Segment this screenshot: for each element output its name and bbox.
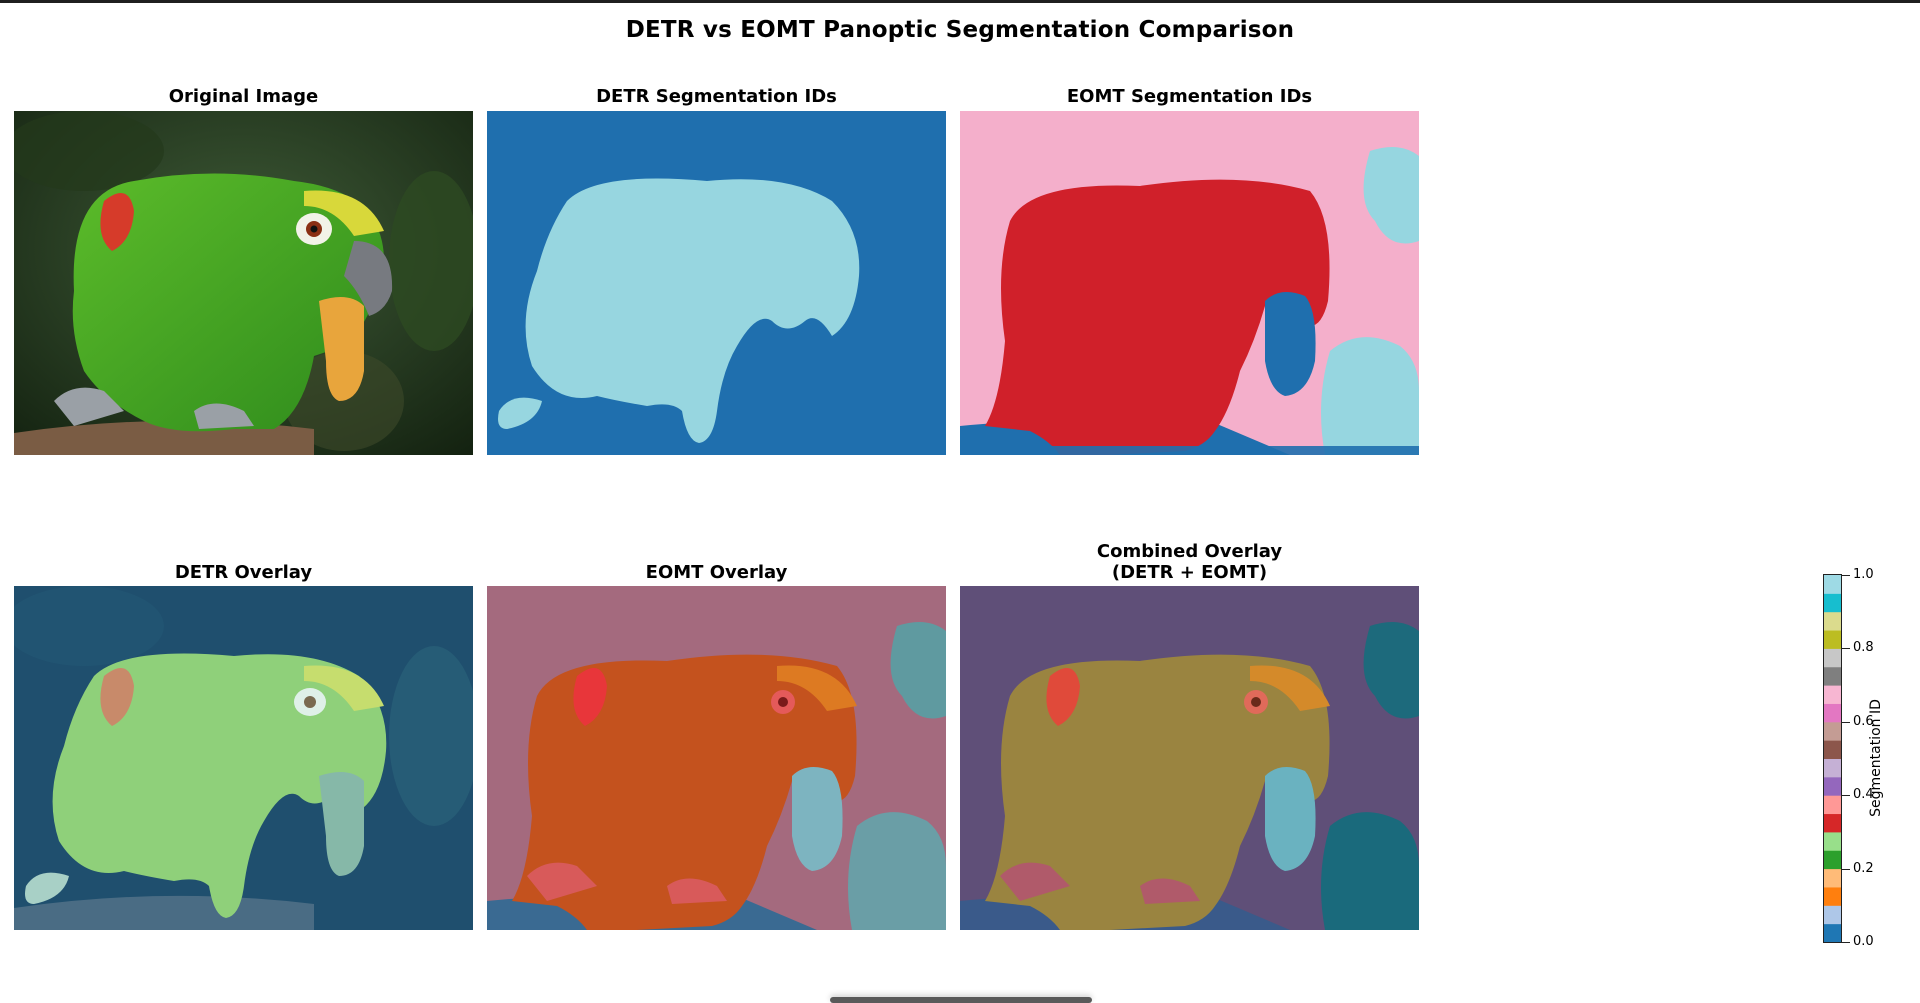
eomt-overlay-panel <box>487 586 946 930</box>
window-top-border <box>0 0 1920 3</box>
panel-title-combined-overlay: Combined Overlay (DETR + EOMT) <box>1096 541 1283 583</box>
original-image-panel <box>14 111 473 455</box>
colorbar-band <box>1824 795 1841 815</box>
colorbar-tick-label: 1.0 <box>1853 567 1874 582</box>
eomt-segment-foliage-top <box>1363 147 1419 244</box>
panel-title-eomt-overlay: EOMT Overlay <box>645 562 788 583</box>
colorbar-band <box>1824 776 1841 796</box>
colorbar-band <box>1824 648 1841 668</box>
colorbar-tick <box>1842 722 1850 723</box>
colorbar-tick <box>1842 575 1850 576</box>
panel-title-eomt-seg: EOMT Segmentation IDs <box>1066 86 1313 107</box>
panel-title-detr-seg: DETR Segmentation IDs <box>596 86 837 107</box>
colorbar-tick-label: 0.4 <box>1853 787 1874 802</box>
colorbar-band <box>1824 721 1841 741</box>
colorbar-band <box>1824 685 1841 704</box>
colorbar-tick-label: 0.6 <box>1853 714 1874 729</box>
colorbar-gradient <box>1824 575 1841 942</box>
detr-overlay-image <box>14 586 473 930</box>
figure-title: DETR vs EOMT Panoptic Segmentation Compa… <box>625 17 1295 43</box>
colorbar-band <box>1824 575 1841 594</box>
panel-title-detr-overlay: DETR Overlay <box>174 562 313 583</box>
colorbar-tick-label: 0.8 <box>1853 640 1874 655</box>
colorbar-band <box>1824 703 1841 723</box>
colorbar-band <box>1824 611 1841 631</box>
colorbar-tick <box>1842 942 1850 943</box>
colorbar-band <box>1824 850 1841 870</box>
colorbar-band <box>1824 758 1841 778</box>
colorbar-tick <box>1842 795 1850 796</box>
panel-title-original: Original Image <box>168 86 319 107</box>
colorbar-band <box>1824 630 1841 649</box>
eomt-segmentation-map <box>960 111 1419 455</box>
colorbar <box>1823 574 1842 943</box>
detr-segmentation-map <box>487 111 946 455</box>
colorbar-band <box>1824 666 1841 686</box>
colorbar-band <box>1824 593 1841 613</box>
colorbar-band <box>1824 740 1841 759</box>
horizontal-scrollbar-thumb[interactable] <box>830 997 1092 1003</box>
colorbar-band <box>1824 923 1841 942</box>
colorbar-label: Segmentation ID <box>1868 699 1884 817</box>
eomt-segment-food <box>1265 292 1316 396</box>
colorbar-band <box>1824 813 1841 833</box>
colorbar-tick-label: 0.2 <box>1853 861 1874 876</box>
eomt-segment-foliage-bottom <box>1321 337 1419 455</box>
eomt-segmentation-panel <box>960 111 1419 455</box>
combined-overlay-panel <box>960 586 1419 930</box>
original-image <box>14 111 473 455</box>
eomt-overlay-image <box>487 586 946 930</box>
colorbar-tick <box>1842 869 1850 870</box>
colorbar-tick <box>1842 648 1850 649</box>
colorbar-band <box>1824 868 1841 888</box>
combined-overlay-image <box>960 586 1419 930</box>
detr-overlay-panel <box>14 586 473 930</box>
colorbar-band <box>1824 886 1841 906</box>
detr-segmentation-panel <box>487 111 946 455</box>
eomt-segment-parrot <box>985 179 1330 455</box>
detr-segment-parrot <box>525 178 860 443</box>
colorbar-band <box>1824 905 1841 925</box>
colorbar-band <box>1824 831 1841 851</box>
colorbar-tick-label: 0.0 <box>1853 934 1874 949</box>
